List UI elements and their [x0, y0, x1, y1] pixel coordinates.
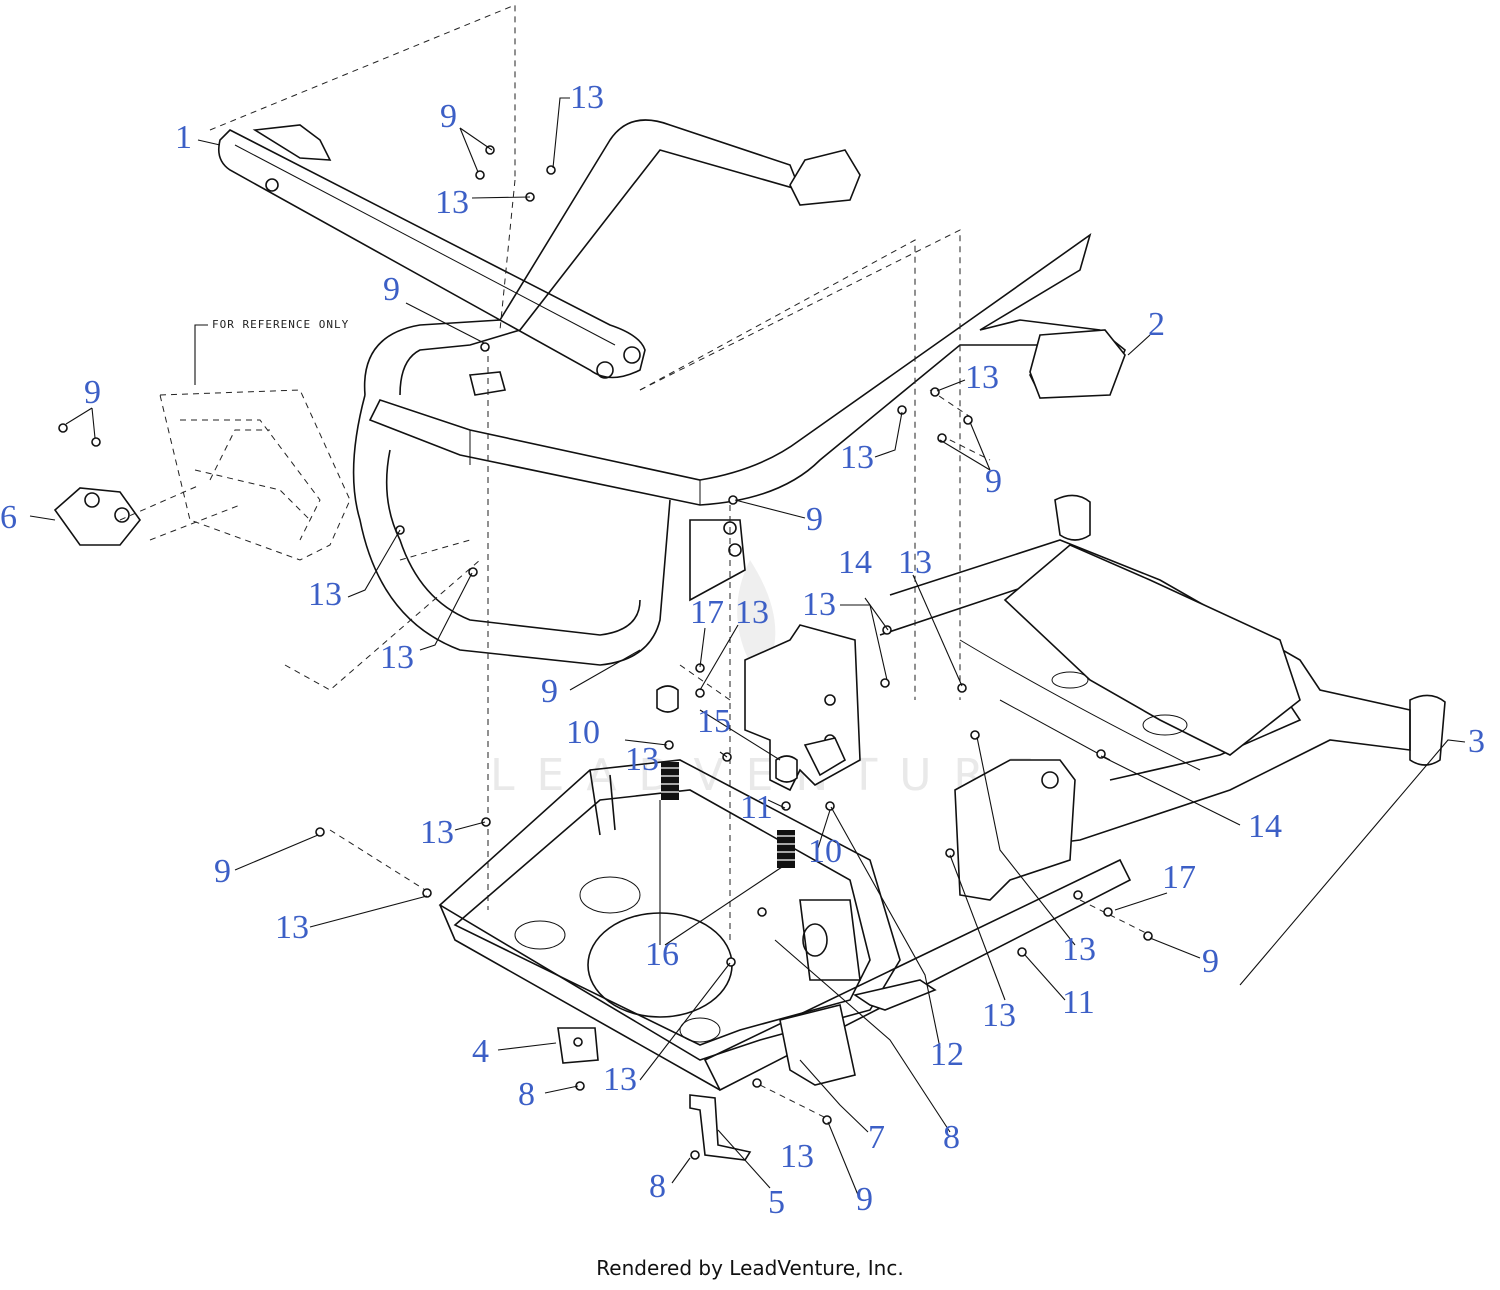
part-2-upper-frame	[352, 119, 1126, 666]
callout-13-d: 13	[840, 439, 874, 476]
callout-13-c: 13	[965, 359, 999, 396]
callout-13-h: 13	[802, 586, 836, 623]
callout-9-h: 9	[1202, 943, 1219, 980]
part-3-chassis	[879, 494, 1446, 846]
callout-9-f: 9	[541, 673, 558, 710]
callout-6: 6	[0, 499, 17, 536]
callout-10-a: 10	[566, 714, 600, 751]
callout-5: 5	[768, 1184, 785, 1221]
callout-8-a: 8	[518, 1076, 535, 1113]
callout-3: 3	[1468, 723, 1485, 760]
callout-17-b: 17	[1162, 859, 1196, 896]
callout-13-j: 13	[625, 741, 659, 778]
callout-13-l: 13	[275, 909, 309, 946]
floor-pan	[438, 759, 1132, 1092]
leader-lines	[29, 97, 1466, 1196]
callout-11-a: 11	[740, 789, 773, 826]
callout-13-a: 13	[570, 79, 604, 116]
part-1-handle-bar	[217, 124, 646, 379]
bumper-15	[656, 685, 798, 783]
callout-7: 7	[868, 1119, 885, 1156]
callout-12: 12	[930, 1036, 964, 1073]
callout-17-a: 17	[690, 594, 724, 631]
callout-10-b: 10	[808, 833, 842, 870]
reference-note: FOR REFERENCE ONLY	[212, 318, 349, 331]
callout-9-b: 9	[383, 271, 400, 308]
callout-13-o: 13	[603, 1061, 637, 1098]
callout-13-b: 13	[435, 184, 469, 221]
callout-13-m: 13	[1062, 931, 1096, 968]
callout-8-b: 8	[943, 1119, 960, 1156]
spring-16-right	[777, 830, 795, 868]
callout-9-d: 9	[985, 463, 1002, 500]
callout-11-b: 11	[1062, 984, 1095, 1021]
callouts: 1 2 3 4 5 6 7 8 8 8 9 9 9 9 9 9 9 9 9 10…	[0, 79, 1485, 1221]
callout-13-n: 13	[982, 997, 1016, 1034]
part-6-plate: FOR REFERENCE ONLY	[53, 318, 351, 561]
hardware	[58, 145, 1153, 1160]
callout-14-b: 14	[1248, 808, 1282, 845]
callout-13-i: 13	[898, 544, 932, 581]
callout-13-f: 13	[380, 639, 414, 676]
callout-9-e: 9	[806, 501, 823, 538]
callout-13-k: 13	[420, 814, 454, 851]
callout-9-g: 9	[214, 853, 231, 890]
callout-8-c: 8	[649, 1168, 666, 1205]
callout-9-c: 9	[84, 374, 101, 411]
spring-16-left	[661, 762, 679, 800]
footer-credit: Rendered by LeadVenture, Inc.	[596, 1256, 904, 1280]
callout-14-a: 14	[838, 544, 872, 581]
watermark: LEADVENTURE	[490, 560, 1056, 801]
assembly-lines	[119, 4, 1151, 1121]
center-brackets	[744, 624, 1076, 901]
callout-4: 4	[472, 1033, 489, 1070]
callout-13-p: 13	[780, 1138, 814, 1175]
part-4-bracket	[557, 1027, 599, 1064]
callout-9-i: 9	[856, 1181, 873, 1218]
callout-2: 2	[1148, 306, 1165, 343]
callout-9-a: 9	[440, 98, 457, 135]
callout-15: 15	[697, 703, 731, 740]
callout-16: 16	[645, 936, 679, 973]
callout-13-g: 13	[735, 594, 769, 631]
callout-1: 1	[175, 119, 192, 156]
watermark-text: LEADVENTURE	[490, 750, 1056, 801]
part-5-bracket	[689, 1094, 752, 1161]
callout-13-e: 13	[308, 576, 342, 613]
